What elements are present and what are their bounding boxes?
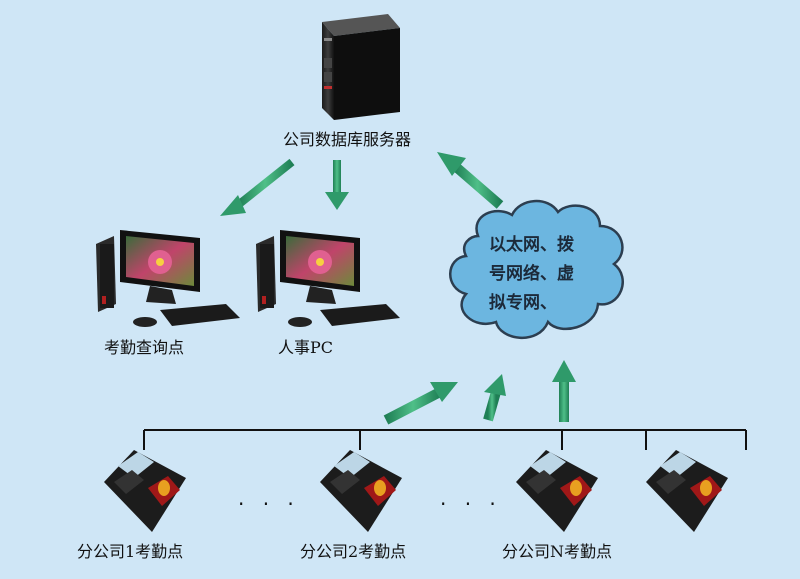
arrow-branchN-to-cloud	[552, 360, 576, 422]
server-icon	[322, 14, 400, 120]
terminal-icon-2	[320, 450, 402, 532]
branch2-label: 分公司2考勤点	[300, 542, 407, 561]
cloud-line-3: 拟专网、	[489, 293, 557, 313]
terminal-icon-1	[104, 450, 186, 532]
arrow-server-to-query	[220, 158, 295, 216]
cloud-line-1: 以太网、拨	[489, 235, 574, 255]
branch1-label: 分公司1考勤点	[77, 542, 184, 561]
cloud-text: 以太网、拨 号网络、虚 拟专网、	[489, 231, 574, 318]
arrow-server-to-hr	[325, 160, 349, 210]
query-point-label: 考勤查询点	[104, 338, 185, 357]
arrow-branch2-to-cloud	[483, 374, 506, 422]
terminal-icon-4	[646, 450, 728, 532]
network-cloud	[449, 199, 624, 339]
pc-icon-query	[96, 230, 240, 327]
terminal-icon-N	[516, 450, 598, 532]
pc-icon-hr	[256, 230, 400, 327]
ellipsis-1: . . .	[238, 486, 300, 510]
ellipsis-2: . . .	[440, 486, 502, 510]
arrow-cloud-to-server	[437, 152, 504, 209]
bus-line	[143, 429, 747, 450]
branchN-label: 分公司N考勤点	[502, 542, 613, 561]
hr-pc-label: 人事PC	[278, 338, 334, 357]
server-label: 公司数据库服务器	[283, 130, 412, 149]
arrow-branch1-to-cloud	[383, 382, 458, 425]
cloud-line-2: 号网络、虚	[489, 264, 574, 284]
